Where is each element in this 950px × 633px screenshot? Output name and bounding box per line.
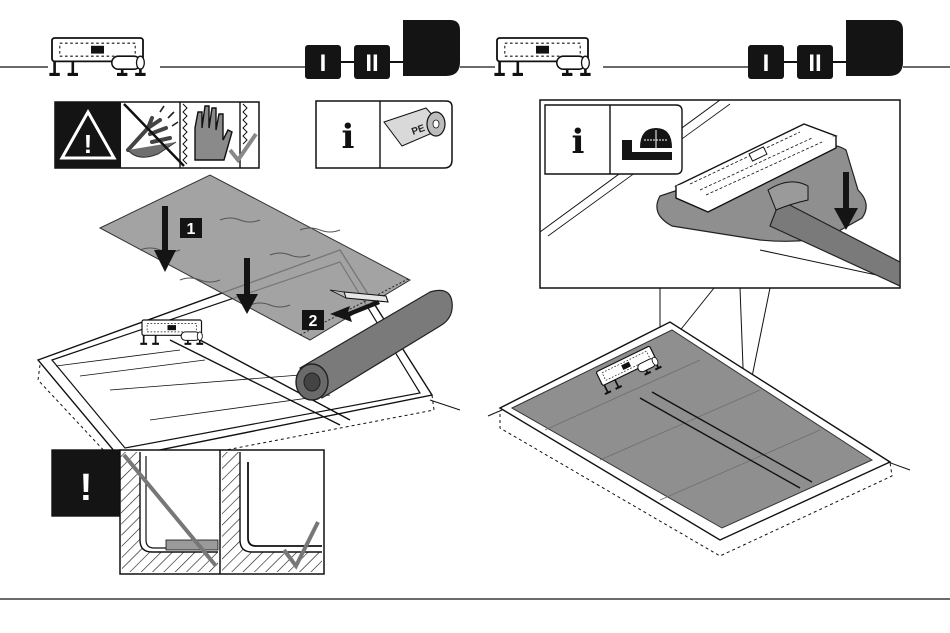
notice-detail-panel: ! [52, 450, 324, 574]
left-header: I II [0, 20, 480, 79]
info-tool-panel: i [545, 105, 682, 174]
membrane-sheet [100, 175, 410, 340]
step-number: 1 [187, 221, 196, 238]
phase-marker-3-active [846, 20, 903, 76]
phase-marker-2: II [797, 45, 833, 79]
zoom-detail-box: i [540, 100, 900, 288]
membrane-applied [512, 330, 872, 528]
phase-marker-2: II [354, 45, 390, 79]
info-material-panel: i PE [316, 101, 452, 168]
notice-symbol: ! [80, 467, 93, 509]
drain-unit-icon [494, 38, 590, 74]
warning-glove-panel: ! [55, 102, 259, 168]
phase-marker-1: I [748, 45, 784, 79]
right-shower-tray [488, 322, 910, 556]
phase-marker-3-active [403, 20, 460, 76]
phase-marker-label: II [808, 50, 821, 77]
phase-marker-label: I [763, 50, 770, 77]
info-icon: i [572, 122, 585, 162]
step-number: 2 [309, 313, 318, 330]
left-panel: I II ! [0, 20, 480, 574]
phase-marker-label: II [365, 50, 378, 77]
warning-symbol: ! [84, 129, 93, 159]
right-panel: I II i [480, 20, 950, 556]
right-header: I II [480, 20, 950, 79]
phase-marker-1: I [305, 45, 341, 79]
phase-marker-label: I [320, 50, 327, 77]
info-icon: i [342, 117, 355, 157]
drain-unit-icon [49, 38, 145, 74]
